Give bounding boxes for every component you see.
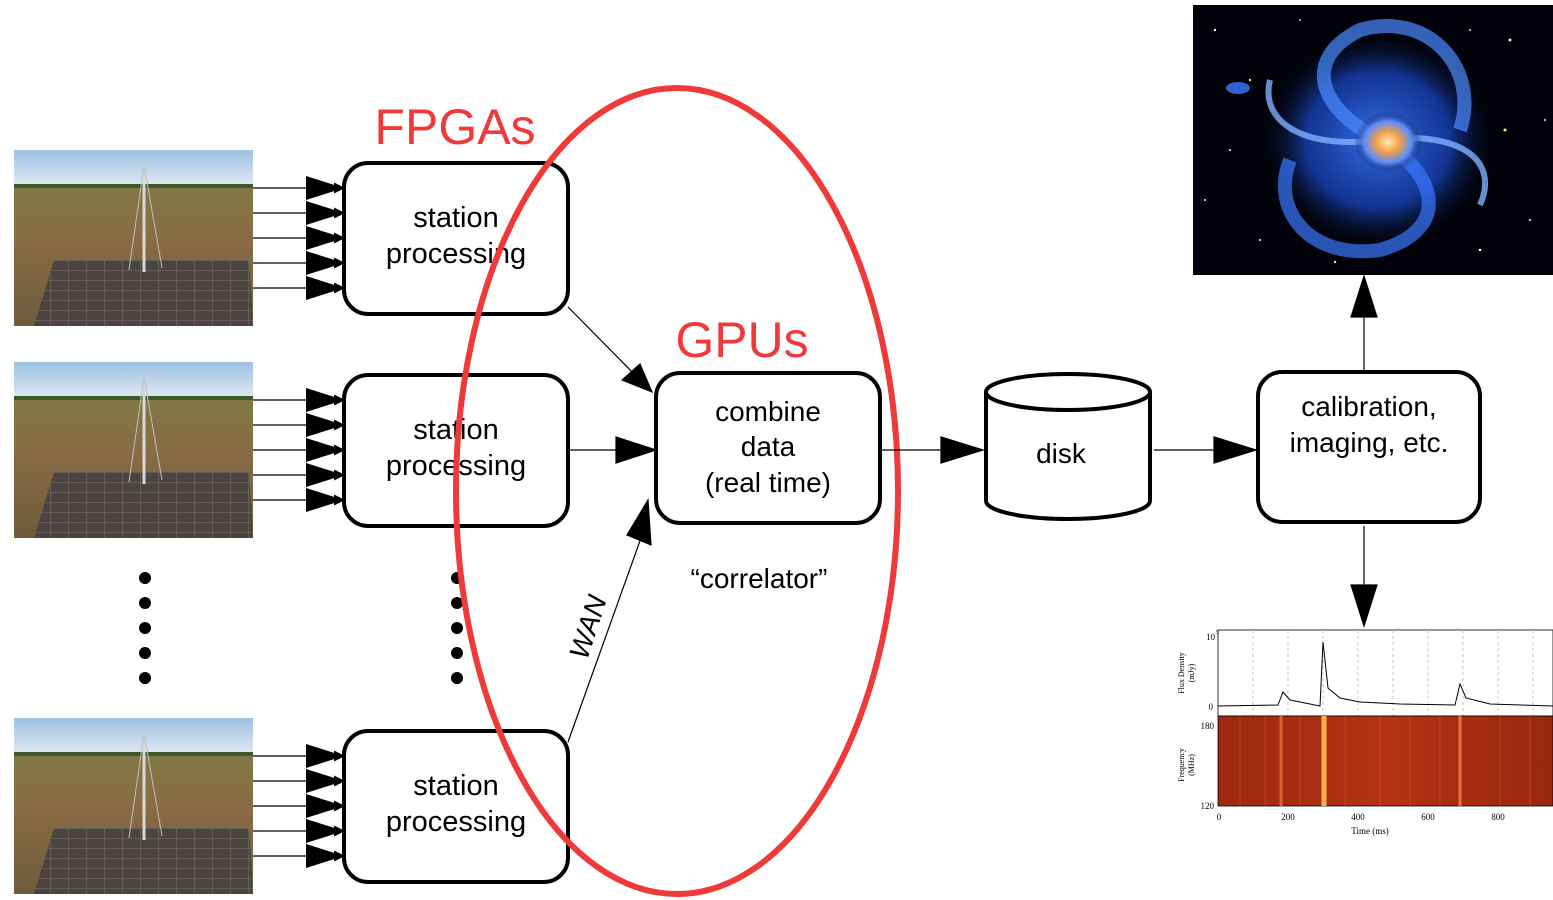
- plot-x-tick-0: 0: [1217, 812, 1222, 822]
- plot-y-label-flux: Flux Density: [1177, 652, 1186, 694]
- plot-y-unit-flux: (mJy): [1187, 663, 1196, 682]
- combine-box: combine data (real time): [654, 371, 882, 525]
- input-arrowheads: [306, 176, 344, 868]
- disk-label: disk: [1036, 438, 1087, 469]
- plot-y-unit-freq: (MHz): [1187, 754, 1196, 776]
- gpu-highlight-ellipse: [453, 85, 901, 897]
- correlator-label: “correlator”: [691, 563, 828, 594]
- station-3-label-line1: station: [413, 770, 498, 802]
- combine-label-line3: (real time): [705, 467, 831, 498]
- plot-y-tick-10: 10: [1206, 632, 1216, 642]
- antenna-photo-2: [14, 362, 253, 538]
- station-1-label-line1: station: [413, 202, 498, 234]
- station-box-3: station processing: [342, 729, 570, 884]
- plot-x-tick-800: 800: [1491, 812, 1505, 822]
- plot-x-tick-600: 600: [1421, 812, 1435, 822]
- plot-y-tick-120: 120: [1201, 801, 1215, 811]
- calibration-box: calibration, imaging, etc.: [1256, 370, 1482, 524]
- arrow-to-image: [1350, 274, 1378, 372]
- plot-x-label: Time (ms): [1351, 826, 1388, 836]
- connectors-to-combine: [567, 306, 658, 743]
- ellipsis-dots-left: [139, 572, 151, 684]
- arrow-to-plot: [1350, 526, 1378, 628]
- station-box-1: station processing: [342, 161, 570, 316]
- plot-x-tick-200: 200: [1281, 812, 1295, 822]
- antenna-photo-3: [14, 718, 253, 894]
- plot-y-label-freq: Frequency: [1177, 748, 1186, 782]
- antenna-photo-1: [14, 150, 253, 326]
- galaxy-image: [1193, 5, 1553, 275]
- fpgas-label: FPGAs: [374, 99, 535, 155]
- dynamic-spectrum-plot: 10 5 0 180 120 Flux Density (mJy) Freque…: [1177, 629, 1553, 836]
- combine-label-line1: combine: [715, 396, 821, 427]
- plot-y-tick-0: 0: [1209, 702, 1214, 712]
- gpus-label: GPUs: [675, 312, 808, 368]
- combine-label-line2: data: [741, 431, 796, 462]
- plot-x-tick-400: 400: [1351, 812, 1365, 822]
- calibration-label-line2: imaging, etc.: [1290, 427, 1449, 458]
- calibration-label-line1: calibration,: [1301, 391, 1436, 422]
- plot-y-tick-180: 180: [1201, 721, 1215, 731]
- wan-label: WAN: [563, 591, 613, 663]
- disk-cylinder-icon: disk: [984, 372, 1152, 521]
- plot-y-tick-exp: 5: [1216, 630, 1219, 636]
- station-3-label-line2: processing: [386, 806, 526, 838]
- arrow-combine-to-disk: [880, 436, 986, 464]
- arrow-disk-to-calibration: [1154, 436, 1259, 464]
